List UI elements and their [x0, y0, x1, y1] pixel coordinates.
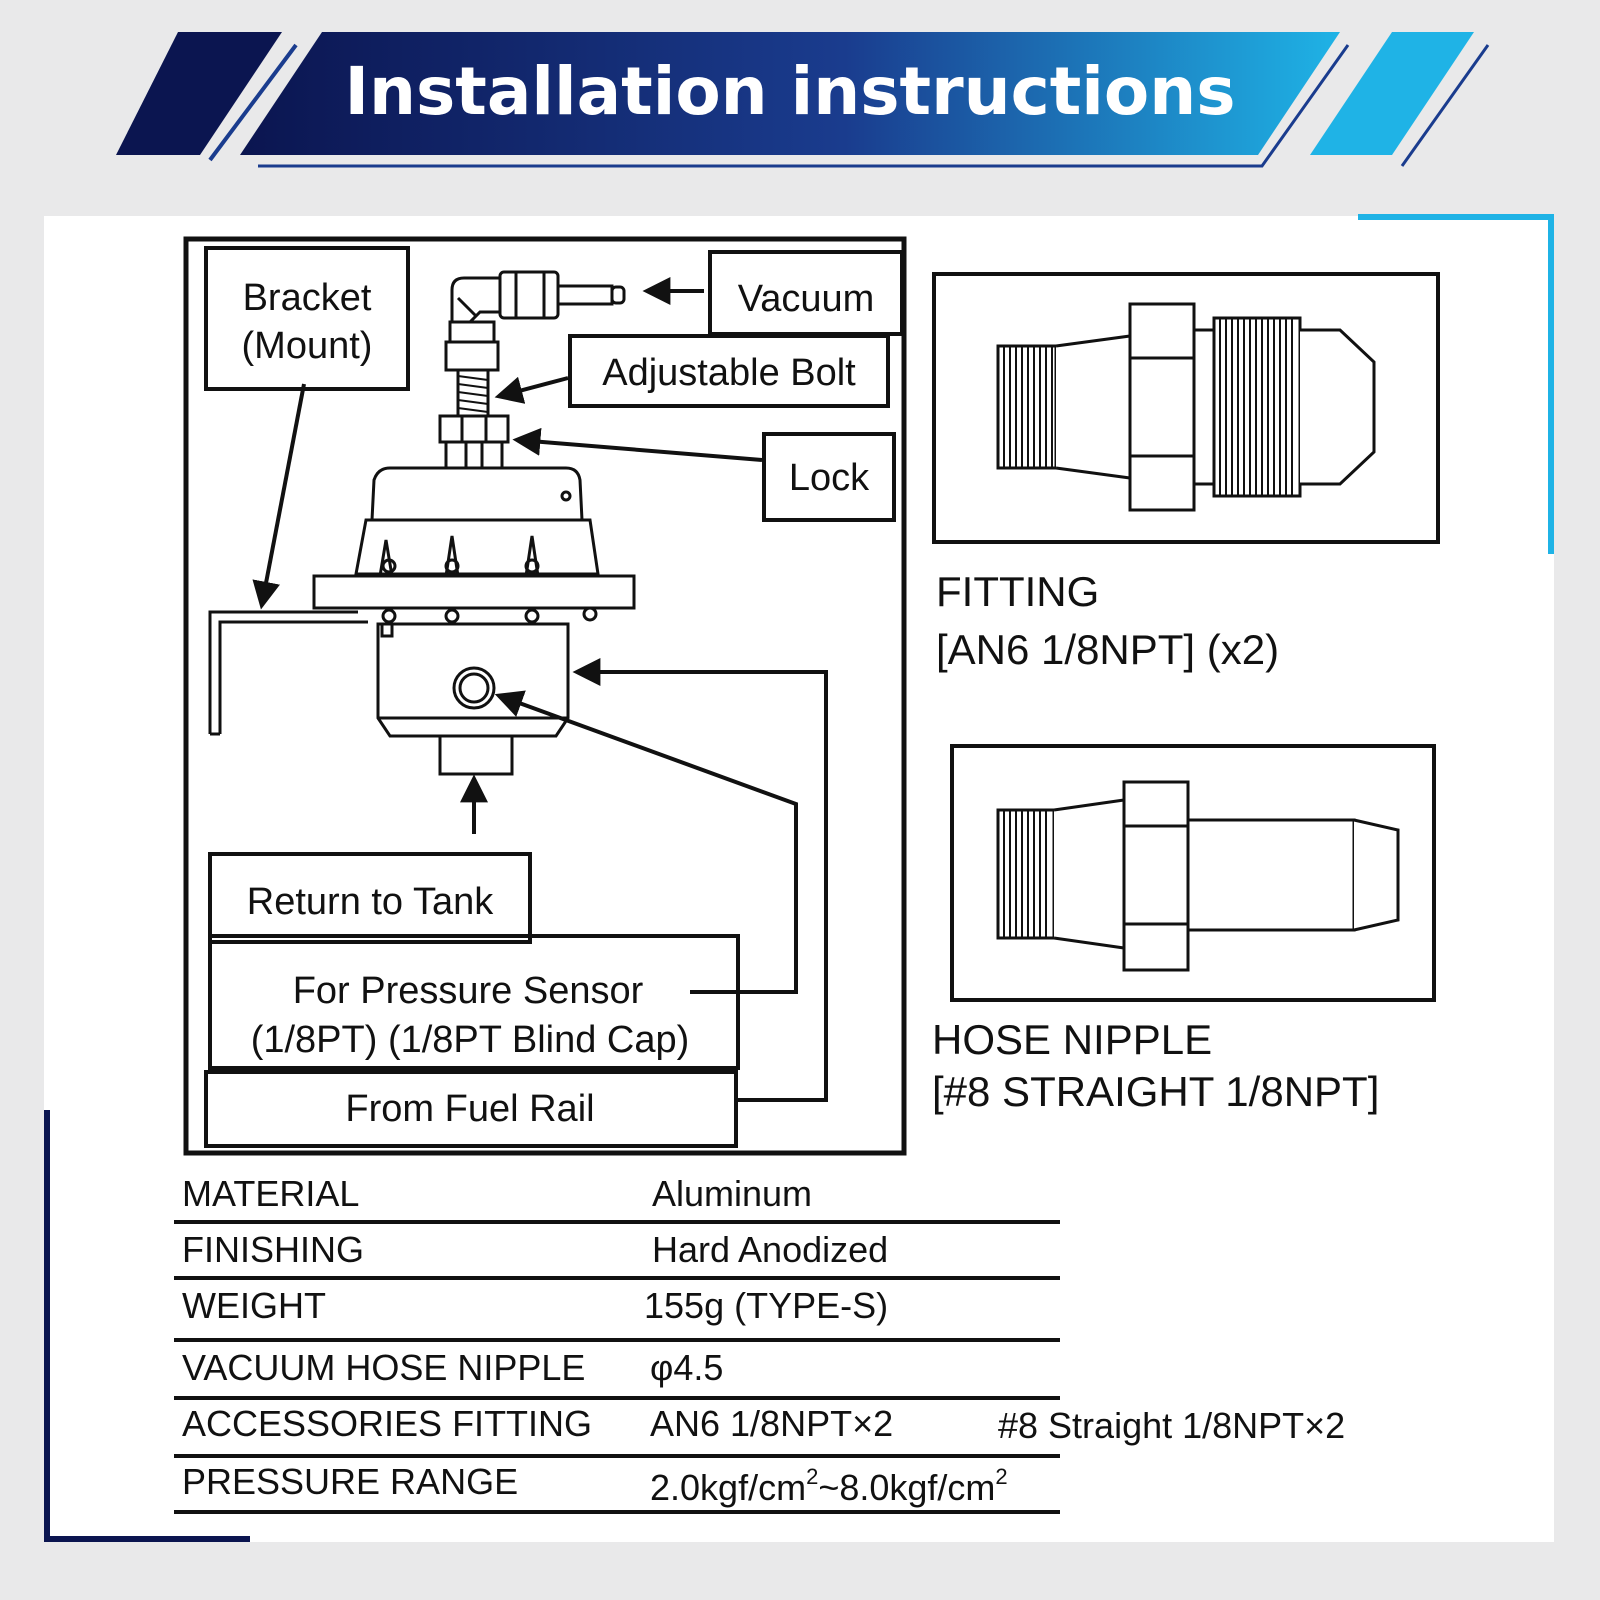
spec-extra-value: #8 Straight 1/8NPT×2 — [998, 1405, 1345, 1446]
label-pressure-sensor: For Pressure Sensor (1/8PT) (1/8PT Blind… — [208, 934, 740, 1070]
spec-value: Hard Anodized — [652, 1229, 888, 1270]
spec-label: WEIGHT — [182, 1285, 326, 1326]
bracket-label-line2: (Mount) — [242, 325, 373, 367]
spec-label: MATERIAL — [182, 1173, 359, 1214]
label-bracket: Bracket (Mount) — [204, 246, 410, 391]
spec-value: AN6 1/8NPT×2 — [650, 1403, 893, 1444]
hose-nipple-illustration: HOSE NIPPLE [#8 STRAIGHT 1/8NPT] — [932, 744, 1436, 1115]
label-adjustable-bolt: Adjustable Bolt — [568, 334, 890, 408]
hose-nipple-caption-line1: HOSE NIPPLE — [932, 1016, 1212, 1063]
specs-table: MATERIAL Aluminum FINISHING Hard Anodize… — [174, 1173, 1345, 1514]
lock-label: Lock — [789, 457, 870, 499]
pressure-sensor-label-line1: For Pressure Sensor — [293, 970, 644, 1012]
callout-arrows — [252, 277, 828, 1102]
fitting-caption-line1: FITTING — [936, 568, 1099, 615]
diagram-frame — [183, 236, 907, 1156]
fitting-illustration: FITTING [AN6 1/8NPT] (x2) — [932, 272, 1440, 673]
spec-label: FINISHING — [182, 1229, 364, 1270]
spec-row-vacuum-hose-nipple: VACUUM HOSE NIPPLE φ4.5 — [174, 1347, 1060, 1400]
spec-value: 2.0kgf/cm2~8.0kgf/cm2 — [650, 1464, 1008, 1508]
spec-row-material: MATERIAL Aluminum — [174, 1173, 1060, 1224]
spec-row-accessories-fitting: ACCESSORIES FITTING AN6 1/8NPT×2 #8 Stra… — [174, 1403, 1345, 1458]
hose-nipple-threads — [1003, 810, 1047, 938]
spec-label: VACUUM HOSE NIPPLE — [182, 1347, 585, 1388]
spec-value: Aluminum — [652, 1173, 812, 1214]
spec-row-weight: WEIGHT 155g (TYPE-S) — [174, 1285, 1060, 1342]
fitting-threads-left — [1003, 346, 1053, 468]
hose-nipple-caption-line2: [#8 STRAIGHT 1/8NPT] — [932, 1068, 1379, 1115]
spec-label: ACCESSORIES FITTING — [182, 1403, 592, 1444]
label-from-fuel-rail: From Fuel Rail — [204, 1070, 738, 1148]
label-return-to-tank: Return to Tank — [208, 852, 532, 944]
bracket-label-line1: Bracket — [243, 277, 372, 319]
spec-row-pressure-range: PRESSURE RANGE 2.0kgf/cm2~8.0kgf/cm2 — [174, 1461, 1060, 1514]
label-lock: Lock — [762, 432, 896, 522]
from-fuel-rail-label: From Fuel Rail — [345, 1088, 594, 1130]
header-banner: Installation instructions — [116, 32, 1490, 168]
adjustable-bolt-label: Adjustable Bolt — [602, 352, 856, 394]
spec-value: φ4.5 — [650, 1347, 723, 1388]
vacuum-label: Vacuum — [738, 278, 875, 320]
regulator-diagram: Bracket (Mount) Vacuum Adjustable Bolt L… — [183, 236, 907, 1156]
spec-row-finishing: FINISHING Hard Anodized — [174, 1229, 1060, 1280]
fitting-threads-right — [1219, 318, 1293, 496]
fitting-caption-line2: [AN6 1/8NPT] (x2) — [936, 626, 1279, 673]
page-title: Installation instructions — [344, 53, 1235, 130]
spec-value: 155g (TYPE-S) — [644, 1285, 888, 1326]
pressure-sensor-label-line2: (1/8PT) (1/8PT Blind Cap) — [251, 1019, 690, 1061]
spec-label: PRESSURE RANGE — [182, 1461, 518, 1502]
return-to-tank-label: Return to Tank — [247, 881, 494, 923]
